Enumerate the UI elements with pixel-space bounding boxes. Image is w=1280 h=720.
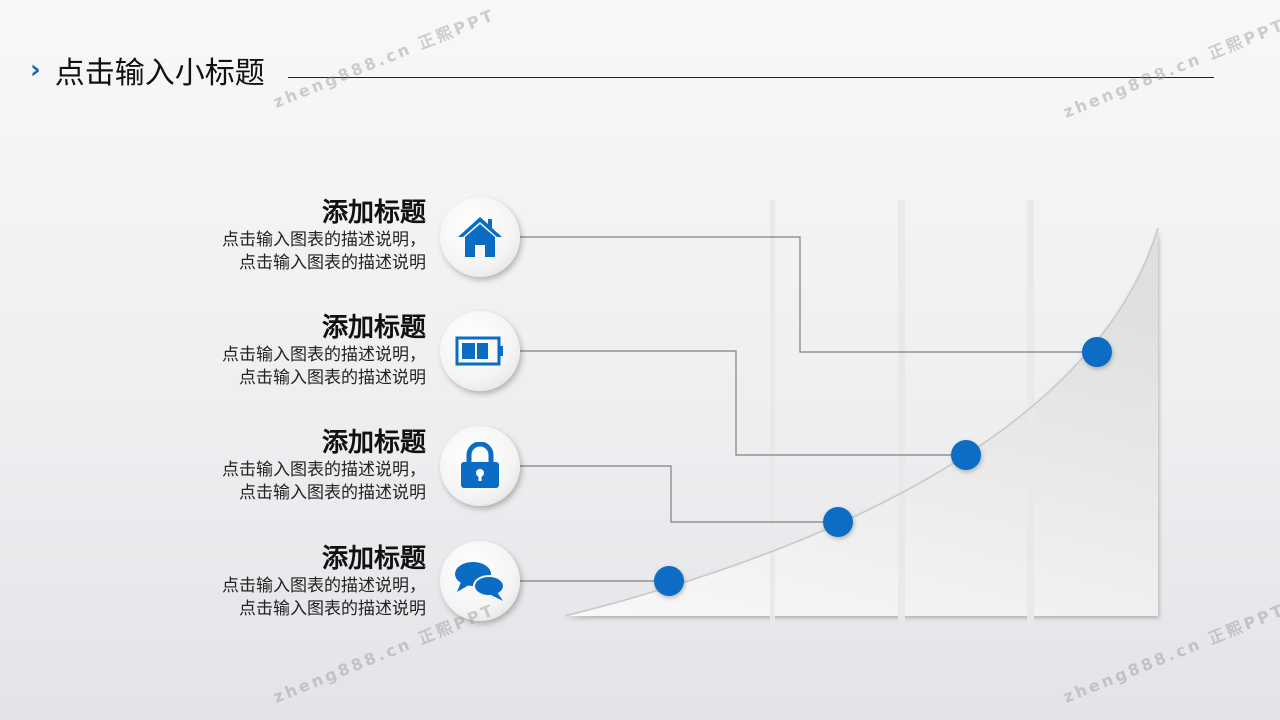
item-desc: 点击输入图表的描述说明 [239,483,426,503]
chevron-right-icon: › [30,55,41,85]
connector-line [520,350,966,456]
bar-gap [770,200,775,625]
list-item: 添加标题 点击输入图表的描述说明， 点击输入图表的描述说明 [126,427,426,505]
milestone-dot[interactable] [951,440,981,470]
lock-icon [440,426,520,506]
list-item: 添加标题 点击输入图表的描述说明， 点击输入图表的描述说明 [126,543,426,621]
growth-curve-edge [564,227,1159,617]
item-title: 添加标题 [321,428,426,458]
item-desc: 点击输入图表的描述说明， [222,345,426,365]
item-title: 添加标题 [321,313,426,343]
milestone-dot[interactable] [823,507,853,537]
page-title: 点击输入小标题 [54,56,265,91]
item-desc: 点击输入图表的描述说明， [222,460,426,480]
connector-line [520,465,838,523]
home-icon [440,197,520,277]
milestone-dot[interactable] [654,566,684,596]
item-desc: 点击输入图表的描述说明， [222,230,426,250]
list-item: 添加标题 点击输入图表的描述说明， 点击输入图表的描述说明 [126,197,426,275]
battery-icon [440,311,520,391]
slide-header: › 点击输入小标题 [30,48,265,92]
bar-gap [898,200,905,625]
list-item: 添加标题 点击输入图表的描述说明， 点击输入图表的描述说明 [126,312,426,390]
header-divider [288,77,1214,78]
item-title: 添加标题 [321,198,426,228]
item-desc: 点击输入图表的描述说明， [222,576,426,596]
connector-line [520,236,1097,353]
chat-icon [440,541,520,621]
milestone-dot[interactable] [1082,337,1112,367]
item-title: 添加标题 [321,544,426,574]
growth-curve-area [565,228,1158,616]
item-desc: 点击输入图表的描述说明 [239,368,426,388]
item-desc: 点击输入图表的描述说明 [239,599,426,619]
bar-gap [1027,200,1034,625]
item-desc: 点击输入图表的描述说明 [239,253,426,273]
